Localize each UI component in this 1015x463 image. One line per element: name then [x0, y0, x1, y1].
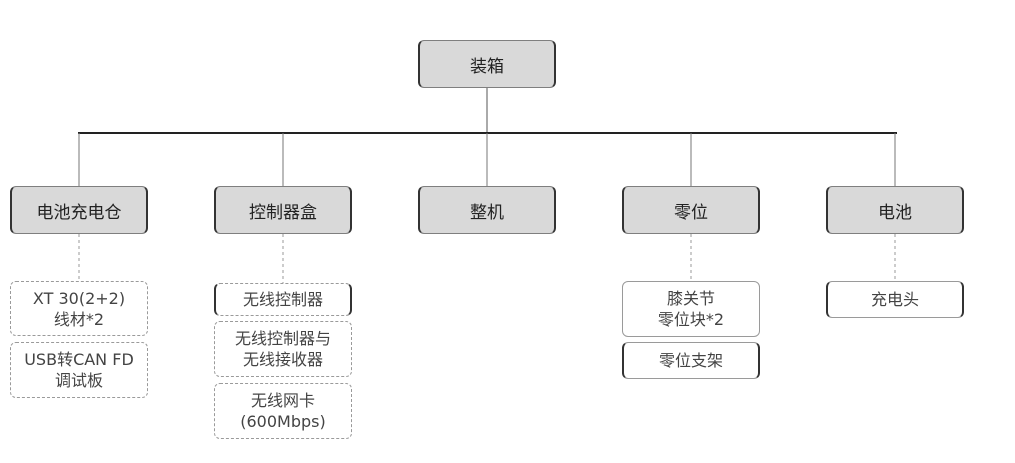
branch-node-zero-position: 零位 — [622, 186, 760, 234]
child-label: 充电头 — [870, 290, 919, 309]
branch-label: 零位 — [674, 202, 708, 223]
child-label: 零位支架 — [658, 351, 723, 370]
branch-node-battery-charging-bay: 电池充电仓 — [10, 186, 148, 234]
child-label: USB转CAN FD 调试板 — [24, 350, 134, 390]
child-node: 零位支架 — [622, 342, 760, 379]
branch-label: 控制器盒 — [249, 202, 317, 223]
child-node: 膝关节 零位块*2 — [622, 281, 760, 337]
child-node: 充电头 — [826, 281, 964, 318]
branch-node-controller-box: 控制器盒 — [214, 186, 352, 234]
child-label: 无线控制器 — [242, 290, 323, 309]
branch-label: 整机 — [470, 202, 504, 223]
branch-node-battery: 电池 — [826, 186, 964, 234]
branch-label: 电池 — [878, 202, 912, 223]
child-label: 膝关节 零位块*2 — [657, 289, 725, 329]
root-node: 装箱 — [418, 40, 556, 88]
child-label: XT 30(2+2) 线材*2 — [32, 288, 126, 329]
child-node: 无线控制器 — [214, 283, 352, 316]
child-node: 无线控制器与 无线接收器 — [214, 321, 352, 377]
root-label: 装箱 — [470, 56, 504, 77]
branch-label: 电池充电仓 — [36, 202, 122, 223]
child-node: XT 30(2+2) 线材*2 — [10, 281, 148, 336]
child-label: 无线网卡 (600Mbps) — [240, 391, 326, 431]
child-node: 无线网卡 (600Mbps) — [214, 383, 352, 439]
child-node: USB转CAN FD 调试板 — [10, 342, 148, 398]
branch-node-machine: 整机 — [418, 186, 556, 234]
child-label: 无线控制器与 无线接收器 — [234, 329, 331, 369]
